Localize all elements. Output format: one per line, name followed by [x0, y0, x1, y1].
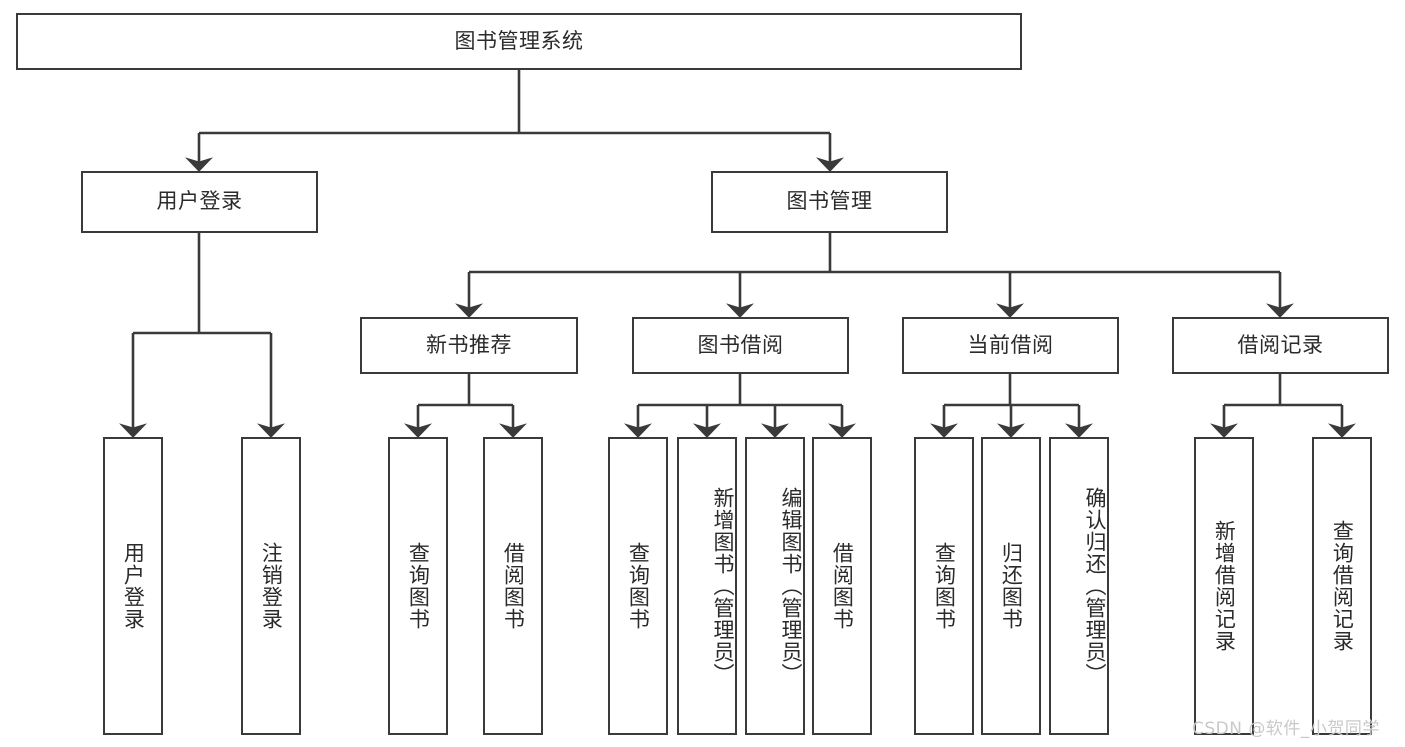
node-root-system[interactable]: 图书管理系统 — [16, 13, 1022, 70]
node-new-book-recommend-label: 新书推荐 — [426, 332, 512, 357]
node-current-borrow-label: 当前借阅 — [967, 332, 1054, 357]
leaf-borrow-book-new[interactable]: 借阅图书 — [483, 437, 543, 735]
leaf-confirm-return[interactable]: 确认归还（管理员） — [1049, 437, 1109, 735]
leaf-user-login[interactable]: 用户登录 — [103, 437, 163, 735]
leaf-logout[interactable]: 注销登录 — [241, 437, 301, 735]
node-book-manage-label: 图书管理 — [786, 189, 873, 214]
leaf-query-book-new-label: 查询图书 — [406, 542, 431, 630]
leaf-return-book-label: 归还图书 — [999, 542, 1024, 630]
leaf-add-book[interactable]: 新增图书（管理员） — [677, 437, 737, 735]
leaf-query-borrow-record[interactable]: 查询借阅记录 — [1312, 437, 1372, 735]
leaf-borrow-book[interactable]: 借阅图书 — [812, 437, 872, 735]
leaf-borrow-book-label: 借阅图书 — [830, 542, 855, 630]
leaf-return-book[interactable]: 归还图书 — [981, 437, 1041, 735]
node-borrow-record-label: 借阅记录 — [1237, 332, 1324, 357]
node-book-borrow-label: 图书借阅 — [697, 332, 784, 357]
leaf-confirm-return-label: 确认归还（管理员） — [1083, 487, 1107, 685]
leaf-add-book-label: 新增图书（管理员） — [711, 487, 735, 685]
node-book-manage[interactable]: 图书管理 — [711, 171, 948, 233]
node-root-system-label: 图书管理系统 — [454, 28, 584, 53]
leaf-edit-book-label: 编辑图书（管理员） — [779, 487, 803, 685]
leaf-query-book-borrow-label: 查询图书 — [626, 542, 651, 630]
leaf-query-book-borrow[interactable]: 查询图书 — [608, 437, 668, 735]
node-current-borrow[interactable]: 当前借阅 — [902, 317, 1119, 374]
node-book-borrow[interactable]: 图书借阅 — [632, 317, 849, 374]
leaf-query-borrow-record-label: 查询借阅记录 — [1330, 520, 1355, 652]
leaf-logout-label: 注销登录 — [259, 542, 284, 630]
leaf-query-book-new[interactable]: 查询图书 — [388, 437, 448, 735]
node-user-login-label: 用户登录 — [156, 189, 243, 214]
leaf-user-login-label: 用户登录 — [121, 542, 146, 630]
leaf-query-book-current[interactable]: 查询图书 — [914, 437, 974, 735]
leaf-edit-book[interactable]: 编辑图书（管理员） — [745, 437, 805, 735]
node-borrow-record[interactable]: 借阅记录 — [1172, 317, 1389, 374]
node-new-book-recommend[interactable]: 新书推荐 — [360, 317, 578, 374]
leaf-add-borrow-record-label: 新增借阅记录 — [1212, 520, 1237, 652]
leaf-add-borrow-record[interactable]: 新增借阅记录 — [1194, 437, 1254, 735]
leaf-borrow-book-new-label: 借阅图书 — [501, 542, 526, 630]
node-user-login[interactable]: 用户登录 — [81, 171, 318, 233]
leaf-query-book-current-label: 查询图书 — [932, 542, 957, 630]
